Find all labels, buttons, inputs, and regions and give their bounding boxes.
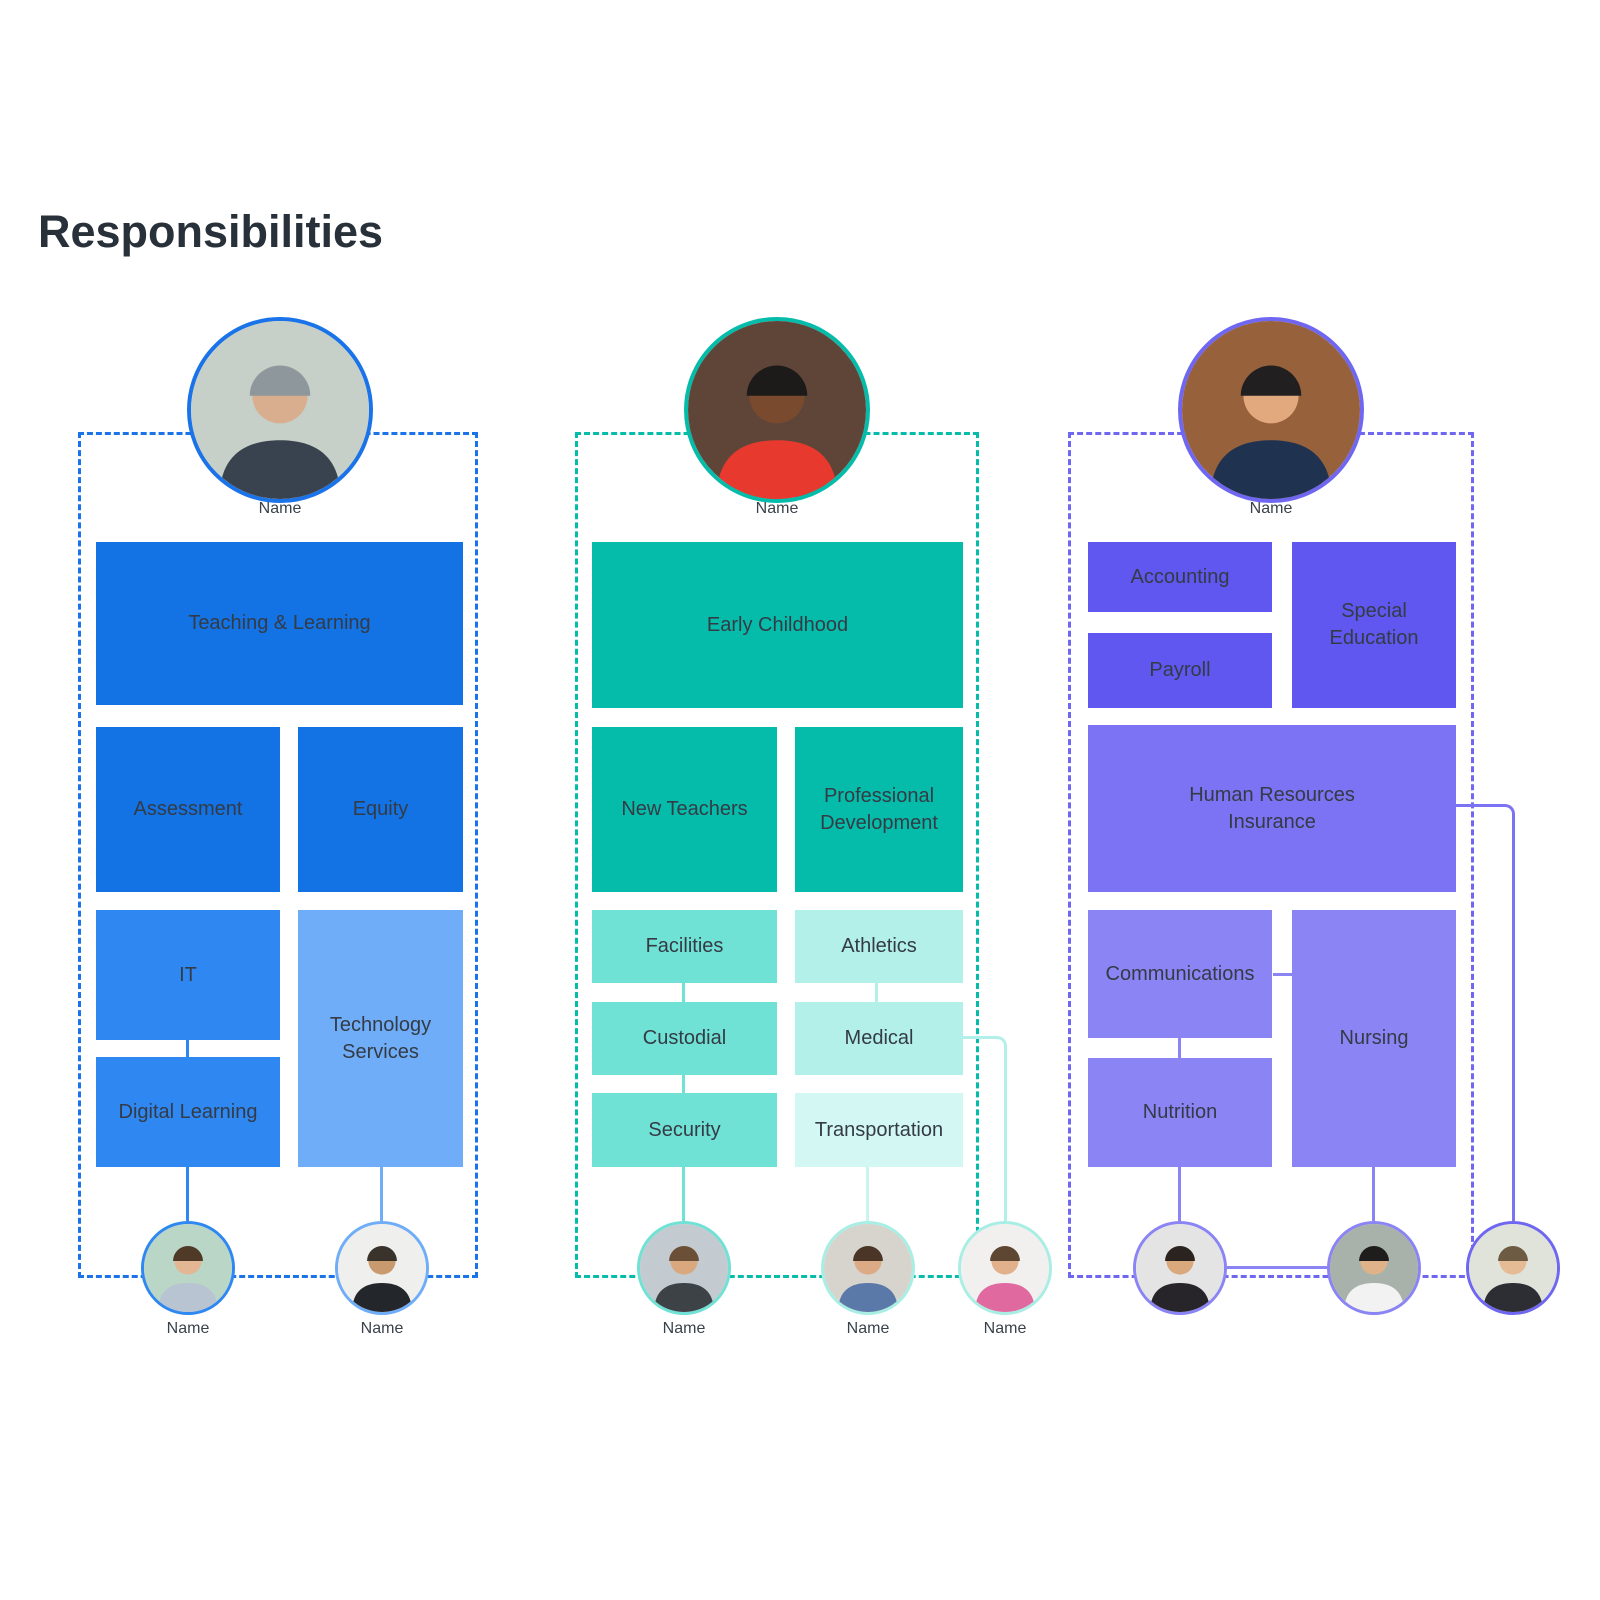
member-name-label: Name: [166, 1320, 210, 1337]
block-athletics: Athletics: [795, 910, 963, 983]
block-early-childhood: Early Childhood: [592, 542, 963, 708]
block-accounting: Accounting: [1088, 542, 1272, 612]
leader-photo-purple: [1178, 317, 1364, 503]
member-photo: [637, 1221, 731, 1315]
connector-hr-insurance-to-member: [1456, 804, 1515, 1221]
connector-member-to-member: [1227, 1266, 1327, 1269]
person-avatar-icon: [1330, 1224, 1418, 1312]
person-avatar-icon: [1182, 321, 1360, 499]
member-name-label: Name: [360, 1320, 404, 1337]
connector-custodial-to-security: [682, 1075, 685, 1093]
connector-communications-to-nursing: [1273, 973, 1292, 976]
member-photo: [958, 1221, 1052, 1315]
person-avatar-icon: [338, 1224, 426, 1312]
block-facilities: Facilities: [592, 910, 777, 983]
block-digital-learning: Digital Learning: [96, 1057, 280, 1167]
person-avatar-icon: [961, 1224, 1049, 1312]
block-security: Security: [592, 1093, 777, 1167]
connector-medical-to-member: [963, 1036, 1007, 1221]
member-photo: [1466, 1221, 1560, 1315]
connector-facilities-to-custodial: [682, 983, 685, 1002]
person-avatar-icon: [191, 321, 369, 499]
block-teaching-learning: Teaching & Learning: [96, 542, 463, 705]
block-human-resources-insurance: Human Resources Insurance: [1088, 725, 1456, 892]
person-avatar-icon: [824, 1224, 912, 1312]
connector-transportation-to-member: [866, 1167, 869, 1221]
person-avatar-icon: [688, 321, 866, 499]
block-transportation: Transportation: [795, 1093, 963, 1167]
person-avatar-icon: [144, 1224, 232, 1312]
block-technology-services: Technology Services: [298, 910, 463, 1167]
leader-photo-teal: [684, 317, 870, 503]
connector-nursing-to-member: [1372, 1167, 1375, 1221]
member-photo: [821, 1221, 915, 1315]
member-photo: [1133, 1221, 1227, 1315]
member-photo: [1327, 1221, 1421, 1315]
block-equity: Equity: [298, 727, 463, 892]
block-new-teachers: New Teachers: [592, 727, 777, 892]
member-photo: [335, 1221, 429, 1315]
leader-name-label: Name: [258, 500, 302, 517]
leader-name-label: Name: [1249, 500, 1293, 517]
leader-photo-blue: [187, 317, 373, 503]
person-avatar-icon: [640, 1224, 728, 1312]
block-payroll: Payroll: [1088, 633, 1272, 708]
person-avatar-icon: [1469, 1224, 1557, 1312]
block-nursing: Nursing: [1292, 910, 1456, 1167]
block-custodial: Custodial: [592, 1002, 777, 1075]
person-avatar-icon: [1136, 1224, 1224, 1312]
block-it: IT: [96, 910, 280, 1040]
member-photo: [141, 1221, 235, 1315]
block-special-education: Special Education: [1292, 542, 1456, 708]
member-name-label: Name: [662, 1320, 706, 1337]
block-nutrition: Nutrition: [1088, 1058, 1272, 1167]
connector-athletics-to-medical: [875, 983, 878, 1002]
block-professional-development: Professional Development: [795, 727, 963, 892]
leader-name-label: Name: [755, 500, 799, 517]
connector-technology-services-to-member: [380, 1167, 383, 1221]
connector-it-to-digital-learning: [186, 1040, 189, 1057]
block-medical: Medical: [795, 1002, 963, 1075]
block-communications: Communications: [1088, 910, 1272, 1038]
page-title: Responsibilities: [38, 206, 384, 257]
block-assessment: Assessment: [96, 727, 280, 892]
connector-digital-learning-to-member: [186, 1167, 189, 1221]
connector-nutrition-to-member: [1178, 1167, 1181, 1221]
connector-communications-to-nutrition: [1178, 1038, 1181, 1058]
member-name-label: Name: [983, 1320, 1027, 1337]
connector-security-to-member: [682, 1167, 685, 1221]
member-name-label: Name: [846, 1320, 890, 1337]
